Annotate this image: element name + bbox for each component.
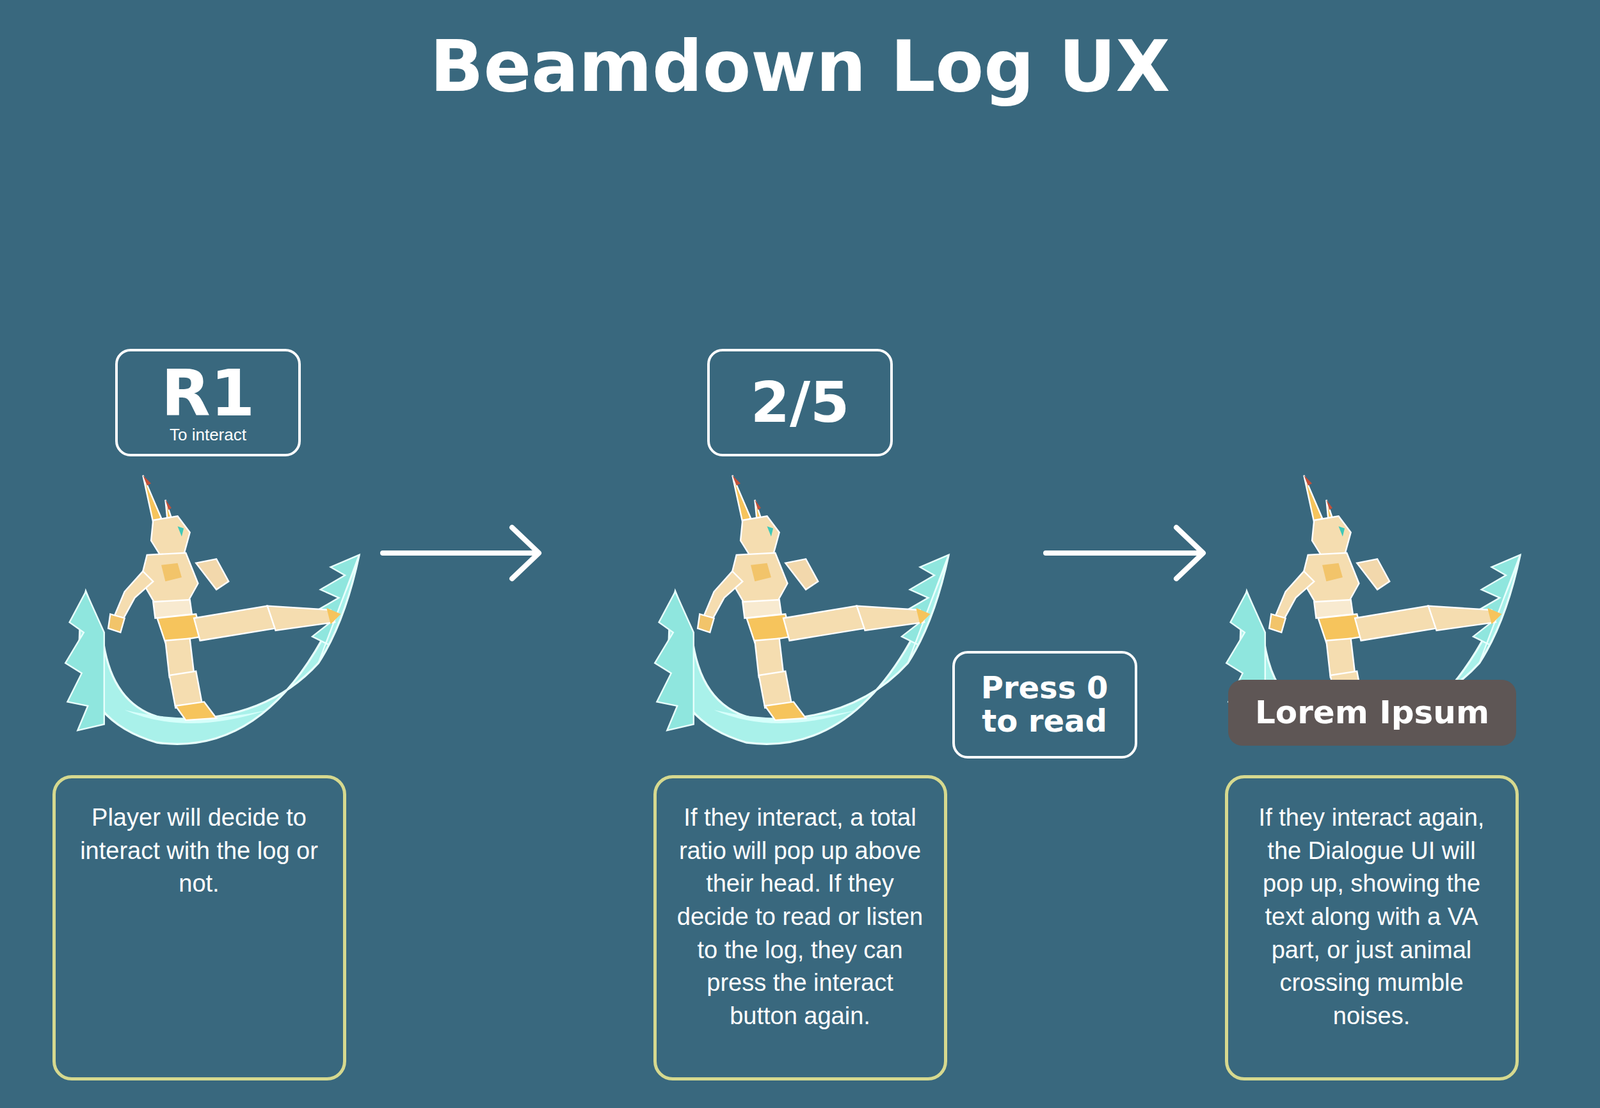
node-text: Press 0 to read	[968, 671, 1121, 738]
read-prompt: Press 0 to read	[952, 650, 1138, 759]
flow-arrow	[382, 527, 539, 579]
character-figure	[1226, 475, 1520, 745]
ratio-counter: 2/5	[707, 348, 893, 457]
node-text: 2/5	[750, 371, 850, 434]
node-text: Player will decide to interact with the …	[72, 801, 327, 901]
flow-arrow	[1045, 527, 1204, 579]
node-text: R1	[161, 361, 256, 426]
node-text: If they interact again, the Dialogue UI …	[1244, 801, 1499, 1033]
character-figure	[654, 475, 949, 745]
dialogue-box: Lorem Ipsum	[1228, 679, 1517, 746]
character-figure	[65, 475, 360, 745]
description-box: If they interact, a total ratio will pop…	[653, 775, 948, 1081]
node-text: If they interact, a total ratio will pop…	[673, 801, 928, 1033]
description-box: If they interact again, the Dialogue UI …	[1224, 775, 1519, 1081]
description-box: Player will decide to interact with the …	[52, 775, 347, 1081]
interact-prompt: R1To interact	[115, 348, 301, 457]
page-title: Beamdown Log UX	[0, 24, 1600, 109]
node-subtext: To interact	[169, 425, 247, 445]
node-text: Lorem Ipsum	[1255, 695, 1490, 731]
